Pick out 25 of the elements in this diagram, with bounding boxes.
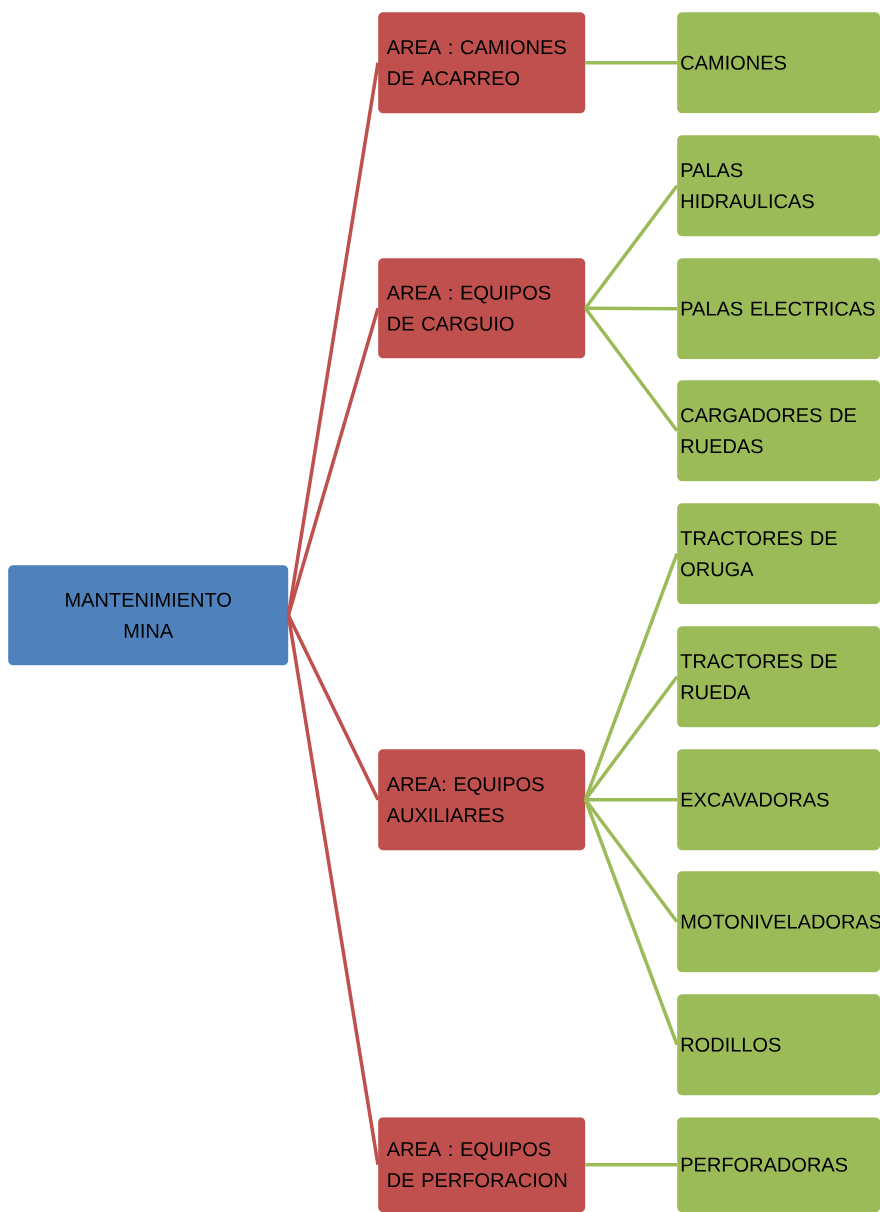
root-box: MANTENIMIENTO MINA bbox=[8, 565, 289, 666]
equipment-box: TRACTORES DE RUEDA bbox=[677, 626, 880, 728]
connector-line bbox=[584, 184, 679, 310]
equipment-box: TRACTORES DE ORUGA bbox=[677, 503, 880, 605]
connector-line bbox=[585, 797, 677, 802]
equipment-box: CAMIONES bbox=[677, 12, 880, 114]
area-box: AREA : EQUIPOS DE CARGUIO bbox=[378, 258, 586, 359]
area-box: AREA : EQUIPOS DE PERFORACION bbox=[378, 1117, 586, 1212]
area-box: AREA: EQUIPOS AUXILIARES bbox=[378, 749, 586, 851]
equipment-box: PALAS ELECTRICAS bbox=[677, 258, 880, 360]
equipment-box: CARGADORES DE RUEDAS bbox=[677, 380, 880, 482]
connector-line bbox=[584, 675, 679, 801]
connector-line bbox=[585, 306, 677, 311]
connector-line bbox=[286, 307, 380, 616]
connector-line bbox=[286, 614, 380, 1165]
equipment-box: PALAS HIDRAULICAS bbox=[677, 135, 880, 237]
connector-line bbox=[583, 799, 679, 1046]
connector-line bbox=[584, 307, 679, 432]
equipment-box: RODILLOS bbox=[677, 994, 880, 1096]
connector-line bbox=[585, 60, 677, 65]
connector-line bbox=[583, 553, 679, 801]
equipment-box: PERFORADORAS bbox=[677, 1117, 880, 1212]
equipment-box: EXCAVADORAS bbox=[677, 749, 880, 851]
area-box: AREA : CAMIONES DE ACARREO bbox=[378, 12, 586, 114]
connector-line bbox=[585, 1162, 677, 1167]
